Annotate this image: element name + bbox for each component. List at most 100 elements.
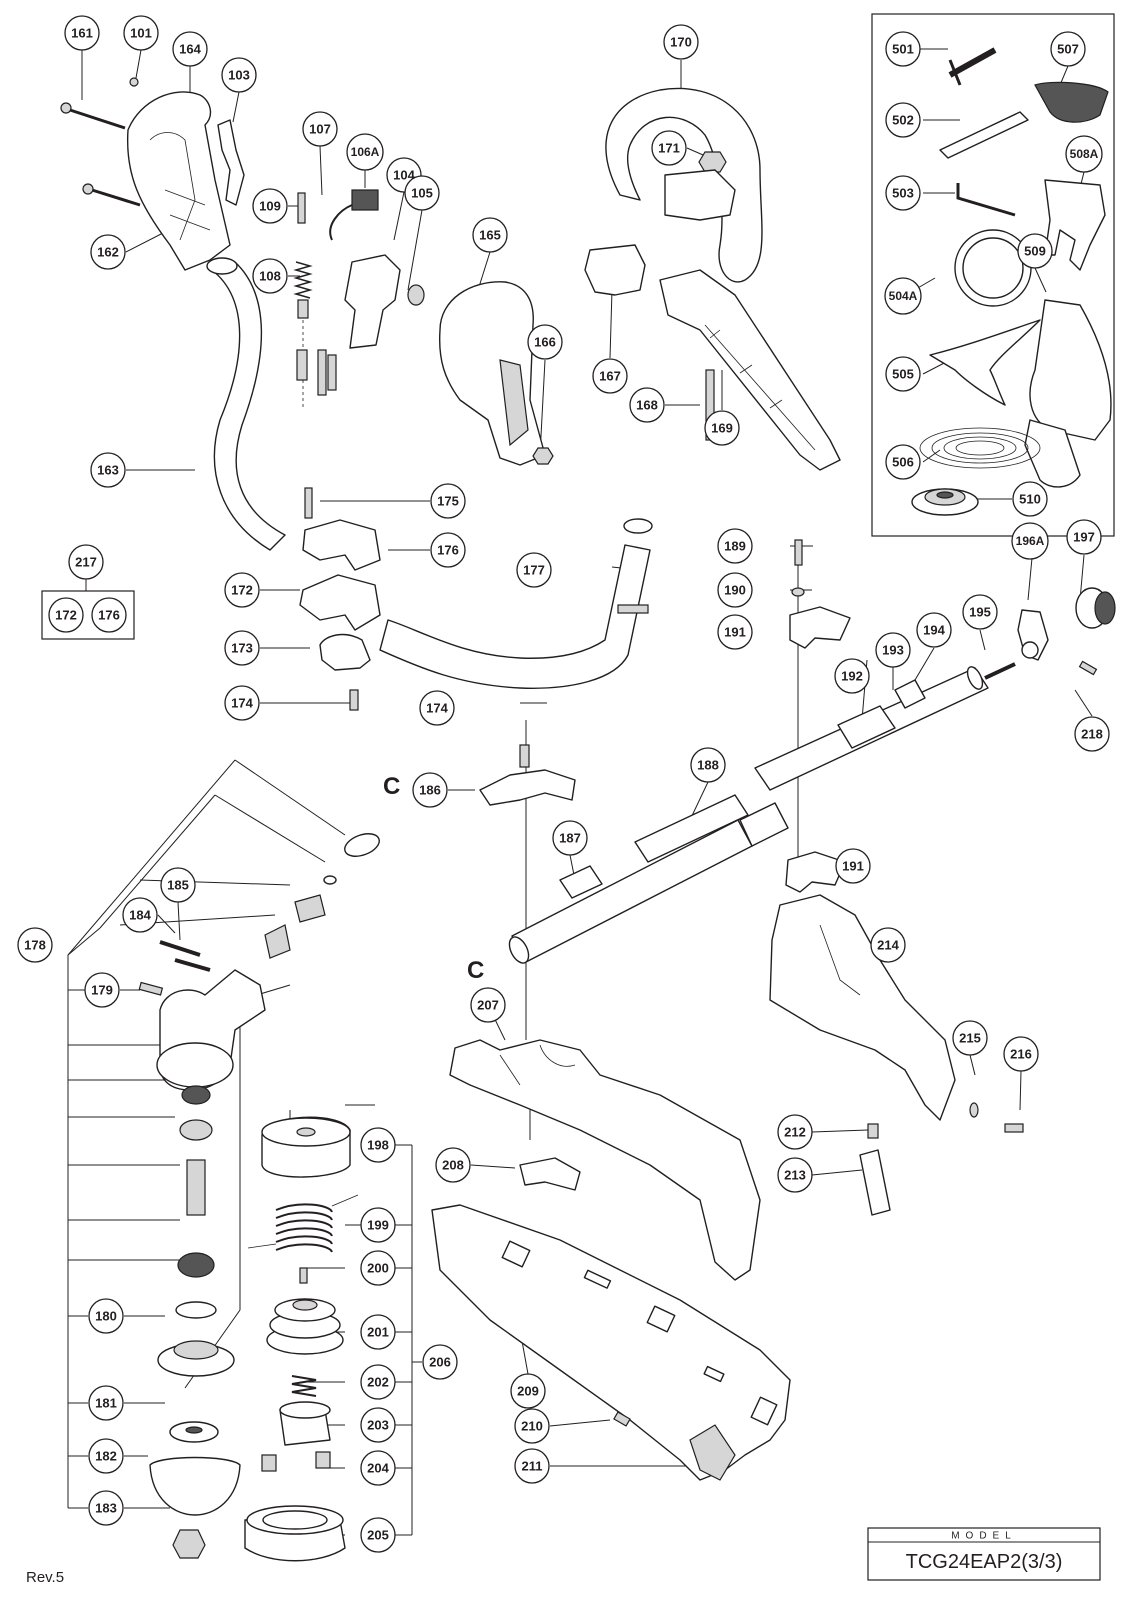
label-192 (837, 705, 896, 749)
callout: 210 (514, 1408, 550, 1444)
callout: 169 (704, 410, 740, 446)
callout-label: 175 (437, 494, 459, 509)
guard-207 (449, 1039, 761, 1281)
callout-label: 191 (842, 859, 864, 874)
model-name: TCG24EAP2(3/3) (906, 1551, 1063, 1573)
callout-label: 209 (517, 1384, 539, 1399)
callout: 164 (172, 31, 208, 67)
callout: 185 (160, 867, 196, 903)
callout: 103 (221, 57, 257, 93)
callout-label: 183 (95, 1501, 117, 1516)
plug-wrench-501 (948, 47, 997, 86)
model-box: MODEL TCG24EAP2(3/3) (867, 1527, 1101, 1581)
callout-label: 168 (636, 398, 658, 413)
callout-label: 165 (479, 228, 501, 243)
callout-label: 167 (599, 369, 621, 384)
callout: 181 (88, 1385, 124, 1421)
callout: 209 (510, 1373, 546, 1409)
callout-label: 169 (711, 421, 733, 436)
model-caption: MODEL (951, 1531, 1017, 1542)
callout-label: 202 (367, 1375, 389, 1390)
callout: 163 (90, 452, 126, 488)
callout: 162 (90, 234, 126, 270)
callout: 197 (1066, 519, 1102, 555)
callout-group: 161 101 164 103 162 107 106A 104 105 109… (17, 15, 1110, 1553)
screw-162-icon (82, 183, 141, 207)
callout: 174 (224, 685, 260, 721)
spool-cover-198 (261, 1116, 351, 1178)
cutter-plate-211 (689, 1424, 736, 1481)
callout-label: 186 (419, 783, 441, 798)
callout: 201 (360, 1314, 396, 1350)
callout-label: 171 (658, 141, 680, 156)
callout-label: 214 (877, 938, 899, 953)
callout-label: 172 (231, 583, 253, 598)
label-188 (634, 794, 749, 863)
callout-label: 104 (393, 168, 415, 183)
callout: 207 (470, 987, 506, 1023)
spool-base-205 (244, 1505, 346, 1562)
callout: 501 (885, 31, 921, 67)
callout-label: 106A (351, 145, 380, 159)
callout-label: 166 (534, 335, 556, 350)
callout: 213 (777, 1157, 813, 1193)
callout: 183 (88, 1490, 124, 1526)
callout: 107 (302, 111, 338, 147)
guard-cover-209 (431, 1204, 791, 1481)
callout-label: 203 (367, 1418, 389, 1433)
callout-label: 107 (309, 122, 331, 137)
callout: 175 (430, 483, 466, 519)
callout-label: 504A (889, 289, 918, 303)
clamp-167 (584, 244, 646, 296)
reference-mark-c-upper: C (383, 773, 400, 800)
callout-label: 508A (1070, 147, 1099, 161)
callout-label: 176 (437, 543, 459, 558)
bushing-105 (407, 284, 425, 306)
loop-handle-170 (605, 87, 763, 283)
screw-185 (159, 940, 201, 957)
callout-label: 180 (95, 1309, 117, 1324)
callout: 176 (430, 532, 466, 568)
callout: 194 (916, 612, 952, 648)
callout-label: 173 (231, 641, 253, 656)
callout: 191 (835, 848, 871, 884)
callout: 190 (717, 572, 753, 608)
clamp-186 (479, 769, 576, 806)
callout: 106A (346, 133, 384, 171)
callout-label: 182 (95, 1449, 117, 1464)
callout: 208 (435, 1147, 471, 1183)
callout-label: 197 (1073, 530, 1095, 545)
callout: 180 (88, 1298, 124, 1334)
callout-label: 184 (129, 908, 151, 923)
cover-182 (149, 1456, 241, 1516)
callout-label: 208 (442, 1158, 464, 1173)
screw-175 (304, 487, 313, 519)
callout-label: 108 (259, 269, 281, 284)
nylon-line-506 (919, 427, 1041, 469)
callout-label: 174 (231, 696, 253, 711)
callout-label: 163 (97, 463, 119, 478)
clamp-173 (319, 633, 371, 671)
callout-label: 188 (697, 758, 719, 773)
spring-202 (291, 1375, 317, 1397)
clamp-208 (519, 1157, 581, 1191)
callout: 504A (884, 277, 922, 315)
callout: 176 (91, 597, 127, 633)
callout-label: 192 (841, 669, 863, 684)
callout-label: 179 (91, 983, 113, 998)
callout: 505 (885, 356, 921, 392)
callout: 195 (962, 594, 998, 630)
callout: 105 (404, 175, 440, 211)
callout-label: 103 (228, 68, 250, 83)
callout: 168 (629, 387, 665, 423)
callout-label: 210 (521, 1419, 543, 1434)
callout-label: 506 (892, 455, 914, 470)
reference-mark-c-lower: C (467, 957, 484, 984)
callout-label: 161 (71, 26, 93, 41)
callout-label: 507 (1057, 42, 1079, 57)
callout: 178 (17, 927, 53, 963)
callout: 173 (224, 630, 260, 666)
damper-197 (1075, 587, 1116, 629)
label-193 (894, 679, 926, 709)
callout-label: 109 (259, 199, 281, 214)
